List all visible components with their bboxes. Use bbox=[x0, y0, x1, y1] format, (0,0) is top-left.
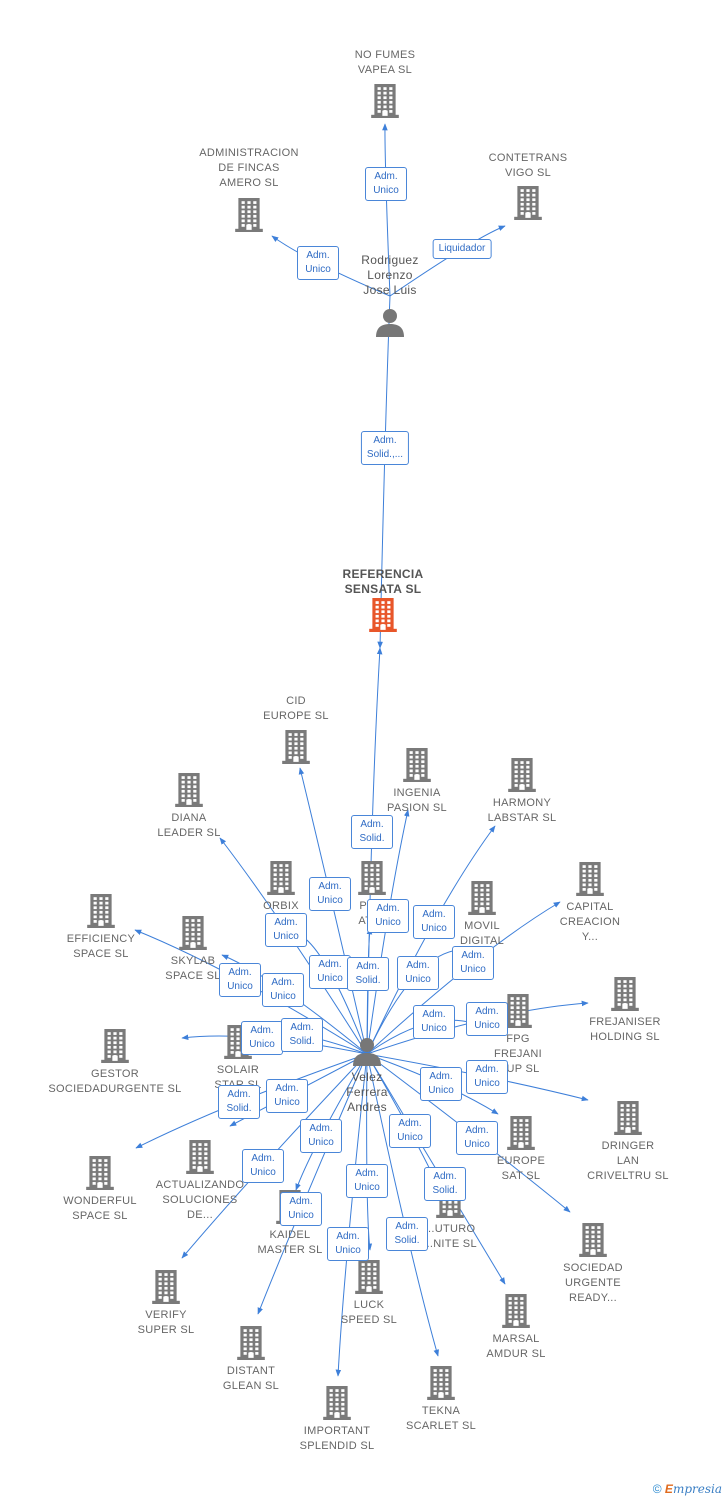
node-label-rodriguez[interactable]: Rodriguez Lorenzo Jose Luis bbox=[361, 253, 419, 297]
edge-velez-referencia bbox=[366, 647, 383, 1055]
node-label-gestor[interactable]: GESTOR SOCIEDADURGENTE SL bbox=[48, 1068, 182, 1095]
node-label-europesat[interactable]: EUROPE SAT SL bbox=[496, 1155, 546, 1182]
building-icon[interactable] bbox=[467, 881, 497, 920]
node-label-distant[interactable]: DISTANT GLEAN SL bbox=[222, 1365, 280, 1392]
node-label-frejaniser[interactable]: FREJANISER HOLDING SL bbox=[589, 1016, 661, 1043]
node-label-wonderful[interactable]: WONDERFUL SPACE SL bbox=[63, 1195, 137, 1222]
building-icon[interactable] bbox=[613, 1101, 643, 1140]
role-badge-frejaniser[interactable]: Adm. Unico bbox=[466, 1002, 508, 1036]
role-badge-fpg[interactable]: Adm. Unico bbox=[413, 1005, 455, 1039]
role-badge-orbix[interactable]: Adm. Unico bbox=[309, 955, 351, 989]
node-label-diana[interactable]: DIANA LEADER SL bbox=[157, 812, 221, 839]
building-icon[interactable] bbox=[368, 598, 398, 637]
node-label-futuro[interactable]: ...UTURO ...NITE SL bbox=[423, 1223, 477, 1250]
role-badge-admfincas[interactable]: Adm. Unico bbox=[297, 246, 339, 280]
building-icon[interactable] bbox=[426, 1366, 456, 1405]
building-icon[interactable] bbox=[234, 198, 264, 237]
building-icon[interactable] bbox=[402, 748, 432, 787]
node-label-admfincas[interactable]: ADMINISTRACION DE FINCAS AMERO SL bbox=[199, 147, 299, 189]
role-badge-futuro[interactable]: Adm. Unico bbox=[389, 1114, 431, 1148]
node-label-luck[interactable]: LUCK SPEED SL bbox=[340, 1299, 398, 1326]
role-badge-kaidel[interactable]: Adm. Unico bbox=[300, 1119, 342, 1153]
role-badge-distant[interactable]: Adm. Unico bbox=[280, 1192, 322, 1226]
building-icon[interactable] bbox=[506, 1116, 536, 1155]
node-label-marsal[interactable]: MARSAL AMDUR SL bbox=[486, 1333, 546, 1360]
building-icon[interactable] bbox=[86, 894, 116, 933]
building-icon[interactable] bbox=[578, 1223, 608, 1262]
role-badge-gestor[interactable]: Adm. Unico bbox=[241, 1021, 283, 1055]
node-label-contetrans[interactable]: CONTETRANS VIGO SL bbox=[488, 152, 568, 179]
role-badge-skylab[interactable]: Adm. Unico bbox=[262, 973, 304, 1007]
person-icon[interactable] bbox=[352, 1036, 382, 1071]
role-badge-nofumes[interactable]: Adm. Unico bbox=[365, 167, 407, 201]
building-icon[interactable] bbox=[507, 758, 537, 797]
node-label-verify[interactable]: VERIFY SUPER SL bbox=[137, 1309, 195, 1336]
building-icon[interactable] bbox=[575, 862, 605, 901]
role-badge-important[interactable]: Adm. Unico bbox=[327, 1227, 369, 1261]
node-label-important[interactable]: IMPORTANT SPLENDID SL bbox=[299, 1425, 375, 1452]
role-badge-diana[interactable]: Adm. Unico bbox=[265, 913, 307, 947]
role-badge-europesat[interactable]: Adm. Unico bbox=[420, 1067, 462, 1101]
building-icon[interactable] bbox=[174, 773, 204, 812]
building-icon[interactable] bbox=[266, 861, 296, 900]
brand-footer[interactable]: © Empresia bbox=[653, 1482, 722, 1496]
node-label-capital[interactable]: CAPITAL CREACION Y... bbox=[559, 901, 621, 943]
role-badge-sociedad[interactable]: Adm. Unico bbox=[456, 1121, 498, 1155]
building-icon[interactable] bbox=[503, 994, 533, 1033]
role-badge-contetrans[interactable]: Liquidador bbox=[432, 239, 492, 259]
role-badge-wonderful[interactable]: Adm. Solid. bbox=[218, 1085, 260, 1119]
role-badge-referencia[interactable]: Adm. Solid. bbox=[351, 815, 393, 849]
role-badge-ingenia[interactable]: Adm. Unico bbox=[367, 899, 409, 933]
node-label-movil[interactable]: MOVIL DIGITAL ... bbox=[459, 920, 505, 962]
building-icon[interactable] bbox=[100, 1029, 130, 1068]
role-badge-marsal[interactable]: Adm. Solid. bbox=[424, 1167, 466, 1201]
role-badge-pe[interactable]: Adm. Solid. bbox=[347, 957, 389, 991]
node-label-dringer[interactable]: DRINGER LAN CRIVELTRU SL bbox=[587, 1140, 669, 1182]
building-icon[interactable] bbox=[322, 1386, 352, 1425]
role-badge-efficiency[interactable]: Adm. Unico bbox=[219, 963, 261, 997]
role-badge-cid[interactable]: Adm. Unico bbox=[309, 877, 351, 911]
building-icon[interactable] bbox=[281, 730, 311, 769]
role-badge-actualizando[interactable]: Adm. Unico bbox=[266, 1079, 308, 1113]
building-icon[interactable] bbox=[354, 1260, 384, 1299]
building-icon[interactable] bbox=[610, 977, 640, 1016]
copyright-symbol: © bbox=[652, 1482, 662, 1496]
building-icon[interactable] bbox=[178, 916, 208, 955]
node-label-skylab[interactable]: SKYLAB SPACE SL bbox=[165, 955, 221, 982]
building-icon[interactable] bbox=[85, 1156, 115, 1195]
node-label-cid[interactable]: CID EUROPE SL bbox=[263, 695, 329, 722]
node-label-actualizando[interactable]: ACTUALIZANDO SOLUCIONES DE... bbox=[155, 1179, 245, 1221]
node-label-ingenia[interactable]: INGENIA PASION SL bbox=[387, 787, 447, 814]
node-label-harmony[interactable]: HARMONY LABSTAR SL bbox=[487, 797, 557, 824]
role-badge-solair[interactable]: Adm. Solid. bbox=[281, 1018, 323, 1052]
node-label-fpg[interactable]: FPG FREJANI ...UP SL bbox=[494, 1033, 542, 1075]
node-label-tekna[interactable]: TEKNA SCARLET SL bbox=[405, 1405, 477, 1432]
node-label-referencia[interactable]: REFERENCIA SENSATA SL bbox=[342, 567, 424, 596]
role-badge-luck[interactable]: Adm. Unico bbox=[346, 1164, 388, 1198]
building-icon[interactable] bbox=[357, 861, 387, 900]
building-icon[interactable] bbox=[185, 1140, 215, 1179]
edge-velez-cid bbox=[298, 767, 368, 1055]
brand-initial: E bbox=[664, 1482, 673, 1496]
node-label-kaidel[interactable]: KAIDEL MASTER SL bbox=[257, 1229, 323, 1256]
role-badge-tekna[interactable]: Adm. Solid. bbox=[386, 1217, 428, 1251]
building-icon[interactable] bbox=[501, 1294, 531, 1333]
role-badge-harmony[interactable]: Adm. Unico bbox=[413, 905, 455, 939]
node-label-velez[interactable]: Velez Ferrera Andres bbox=[346, 1070, 388, 1114]
node-label-efficiency[interactable]: EFFICIENCY SPACE SL bbox=[66, 933, 136, 960]
building-icon[interactable] bbox=[236, 1326, 266, 1365]
brand-name: mpresia bbox=[672, 1482, 722, 1496]
role-badge-referencia[interactable]: Adm. Solid.,... bbox=[360, 431, 410, 465]
building-icon[interactable] bbox=[513, 186, 543, 225]
building-icon[interactable] bbox=[370, 84, 400, 123]
role-badge-verify[interactable]: Adm. Unico bbox=[242, 1149, 284, 1183]
building-icon[interactable] bbox=[151, 1270, 181, 1309]
role-badge-movil[interactable]: Adm. Unico bbox=[397, 956, 439, 990]
person-icon[interactable] bbox=[375, 307, 405, 342]
node-label-nofumes[interactable]: NO FUMES VAPEA SL bbox=[354, 49, 416, 76]
role-badge-dringer[interactable]: Adm. Unico bbox=[466, 1060, 508, 1094]
node-label-sociedad[interactable]: SOCIEDAD URGENTE READY... bbox=[563, 1262, 623, 1304]
role-badge-capital[interactable]: Adm. Unico bbox=[452, 946, 494, 980]
